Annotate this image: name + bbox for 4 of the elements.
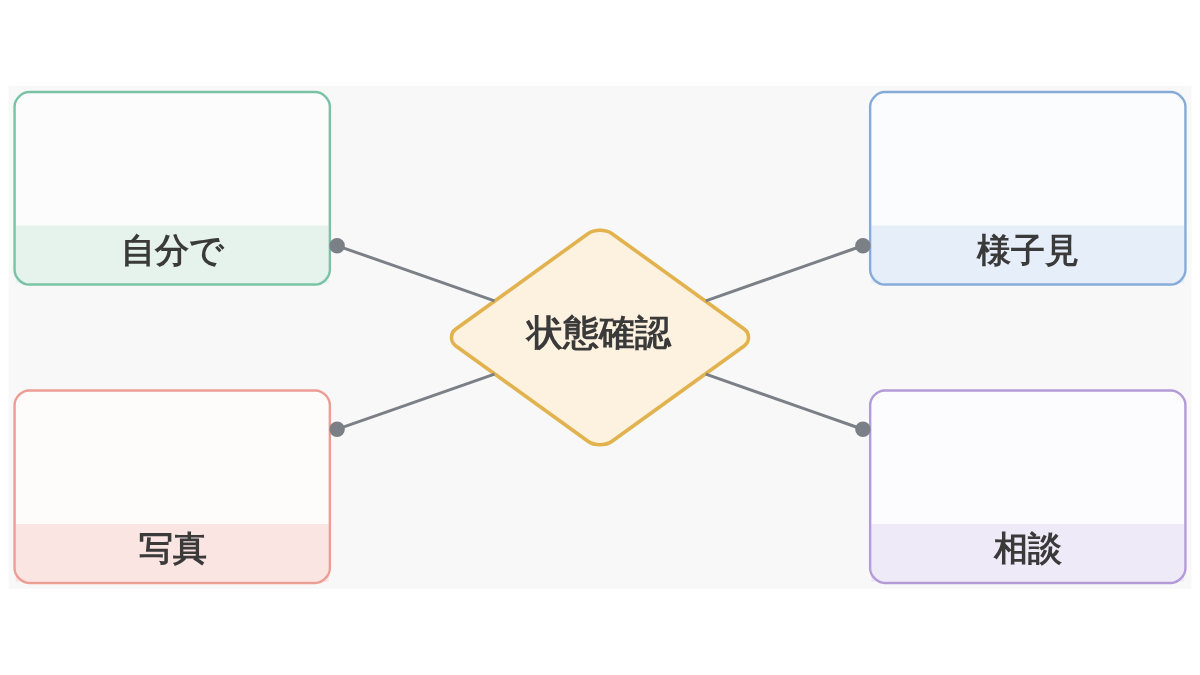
connector xyxy=(329,372,495,438)
connector xyxy=(705,372,871,438)
connector xyxy=(329,237,495,303)
connector xyxy=(705,237,871,303)
